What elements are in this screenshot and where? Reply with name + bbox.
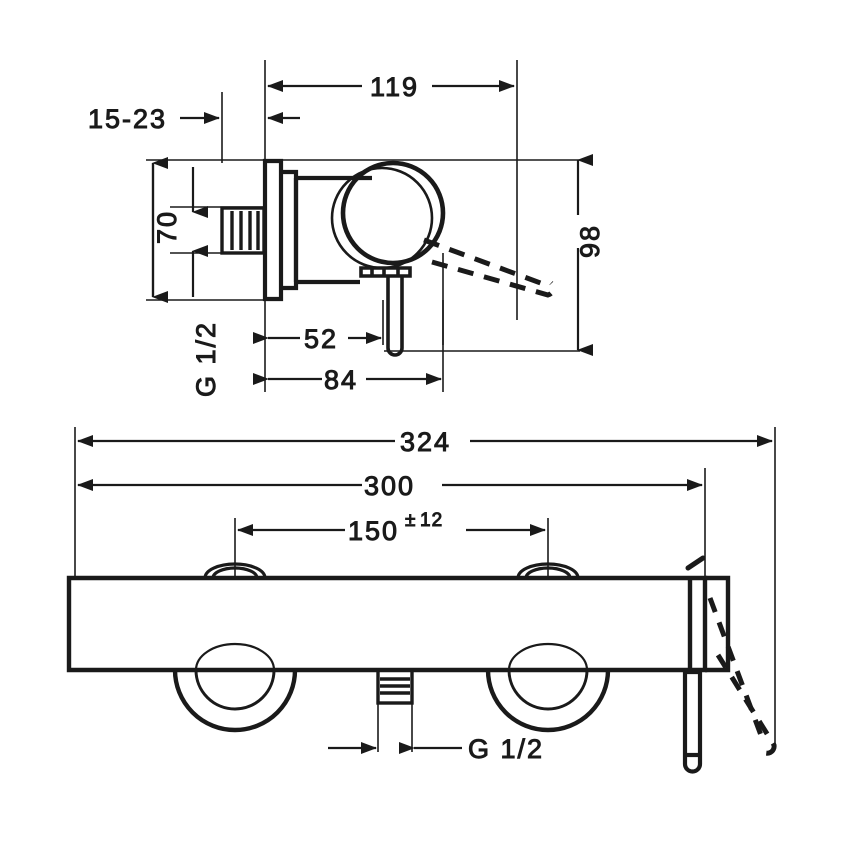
dimension-label-150-tolerance-sign: ± bbox=[405, 510, 416, 531]
front-view-lever bbox=[682, 555, 706, 774]
front-view-extension-lines bbox=[74, 427, 776, 752]
front-view-outlet bbox=[376, 668, 414, 705]
dimension-label-84: 84 bbox=[324, 365, 358, 395]
side-view: 15-23 119 70 G 1/2 98 52 bbox=[88, 60, 606, 398]
side-view-lever-alternate-position bbox=[423, 237, 556, 298]
dimension-label-98: 98 bbox=[575, 224, 605, 258]
dimension-label-119: 119 bbox=[370, 72, 419, 102]
front-view-lever-alternate-position bbox=[707, 597, 777, 756]
front-view-handle-left bbox=[172, 642, 298, 733]
side-view-body bbox=[262, 158, 299, 302]
dimension-label-324: 324 bbox=[400, 427, 451, 457]
dimension-label-g12-front: G 1/2 bbox=[468, 734, 544, 764]
dimension-label-150: 150 bbox=[348, 516, 399, 546]
dimension-label-52: 52 bbox=[304, 324, 338, 354]
side-view-extension-lines bbox=[146, 60, 580, 392]
dimension-label-150-tolerance-value: 12 bbox=[420, 510, 443, 531]
dimension-label-70: 70 bbox=[152, 210, 182, 244]
dimension-label-300: 300 bbox=[364, 471, 415, 501]
side-view-lever bbox=[359, 266, 412, 357]
dimension-label-15-23: 15-23 bbox=[88, 104, 167, 134]
front-view-handle-right bbox=[485, 642, 611, 733]
front-view-top-bumps bbox=[203, 562, 580, 579]
dimension-label-g12-side: G 1/2 bbox=[191, 321, 221, 397]
front-view-body bbox=[66, 575, 731, 673]
side-view-threaded-nipple bbox=[220, 206, 266, 255]
front-view: 324 300 150 ± 12 G 1/2 bbox=[66, 427, 777, 774]
